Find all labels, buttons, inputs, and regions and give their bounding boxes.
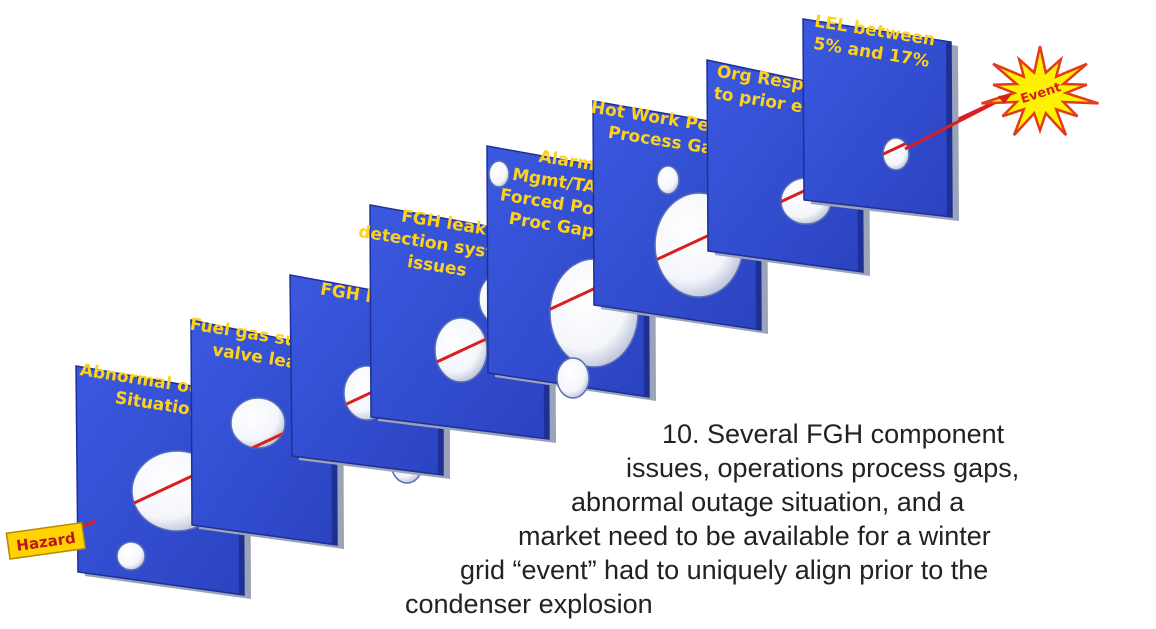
hazard-tag-box <box>5 521 87 560</box>
ray-arrowhead <box>998 94 1012 104</box>
caption-line-2: issues, operations process gaps, <box>626 453 1020 483</box>
slice-panel-1: Abnormal outageSituation <box>75 360 251 599</box>
slice-hole <box>556 357 590 399</box>
slice-hole <box>656 165 680 195</box>
slice-hole <box>230 397 286 449</box>
slice-panel-8: LEL between5% and 17% <box>802 12 959 221</box>
event-burst <box>981 45 1099 137</box>
slice-hole <box>488 160 510 188</box>
caption-line-3: abnormal outage situation, and a <box>571 487 965 517</box>
caption-line-6: condenser explosion <box>405 589 653 619</box>
hazard-tag: Hazard <box>5 521 87 560</box>
slice-hole <box>116 541 146 571</box>
caption-line-1: 10. Several FGH component <box>662 419 1005 449</box>
caption-line-5: grid “event” had to uniquely align prior… <box>460 555 989 585</box>
slice-panel-edge <box>946 42 952 217</box>
caption-line-4: market need to be available for a winter <box>518 521 991 551</box>
